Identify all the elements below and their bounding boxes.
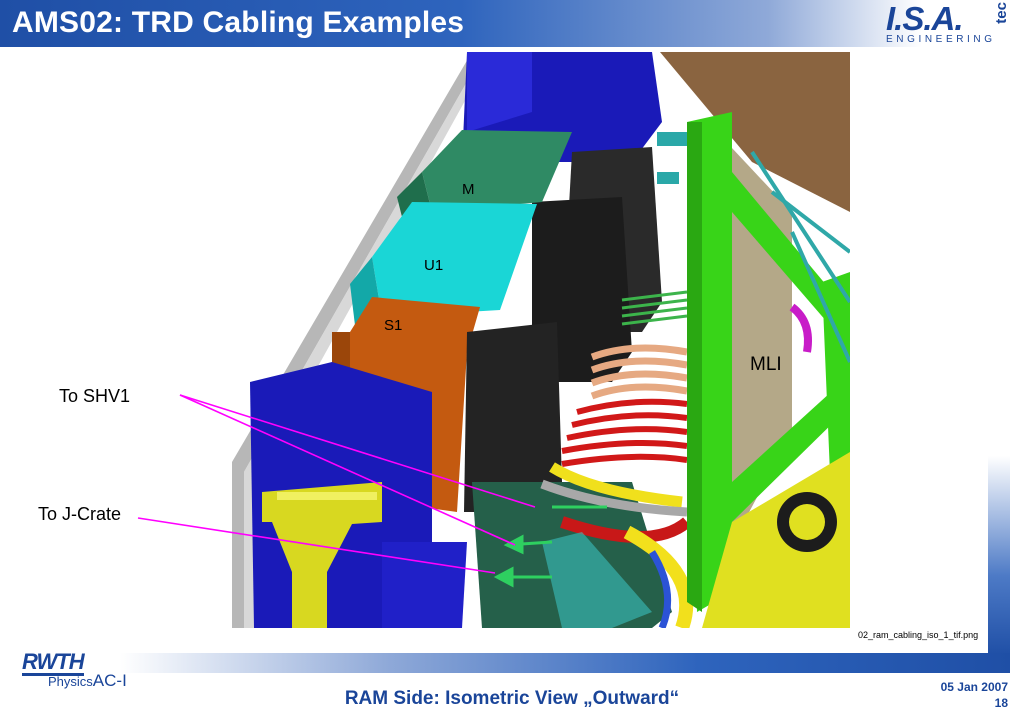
logo-subtext: ENGINEERING <box>886 34 996 45</box>
callout-to-j-crate: To J-Crate <box>38 504 122 524</box>
rwth-physics-text: Physics <box>48 674 93 689</box>
decorative-side-bar <box>988 456 1010 656</box>
cabling-figure: M U1 S1 MLI <box>232 52 850 628</box>
slide-subtitle: RAM Side: Isometric View „Outward“ <box>344 688 680 709</box>
rwth-logo-subtext: PhysicsAC-I <box>48 671 127 691</box>
callout-to-shv1: To SHV1 <box>59 386 131 406</box>
cad-render: M U1 S1 MLI <box>232 52 850 628</box>
rwth-logo: RWTH PhysicsAC-I <box>22 651 142 691</box>
isa-tec-logo: I.S.A. tec ENGINEERING <box>880 0 1010 46</box>
rwth-aci-text: AC-I <box>92 671 127 690</box>
figure-caption: 02_ram_cabling_iso_1_tif.png <box>858 630 979 640</box>
slide-title: AMS02: TRD Cabling Examples <box>12 6 465 39</box>
logo-suffix: tec <box>993 2 1010 24</box>
label-s1: S1 <box>384 317 402 334</box>
label-mli: MLI <box>750 354 782 375</box>
rwth-logo-text: RWTH <box>22 649 85 676</box>
logo-text: I.S.A. <box>886 0 964 37</box>
page-number: 18 <box>994 696 1008 710</box>
label-u1: U1 <box>424 257 443 274</box>
slide-date: 05 Jan 2007 <box>940 680 1008 694</box>
label-m: M <box>462 181 475 198</box>
footer-bar <box>120 653 1010 673</box>
header-bar <box>0 0 1024 47</box>
